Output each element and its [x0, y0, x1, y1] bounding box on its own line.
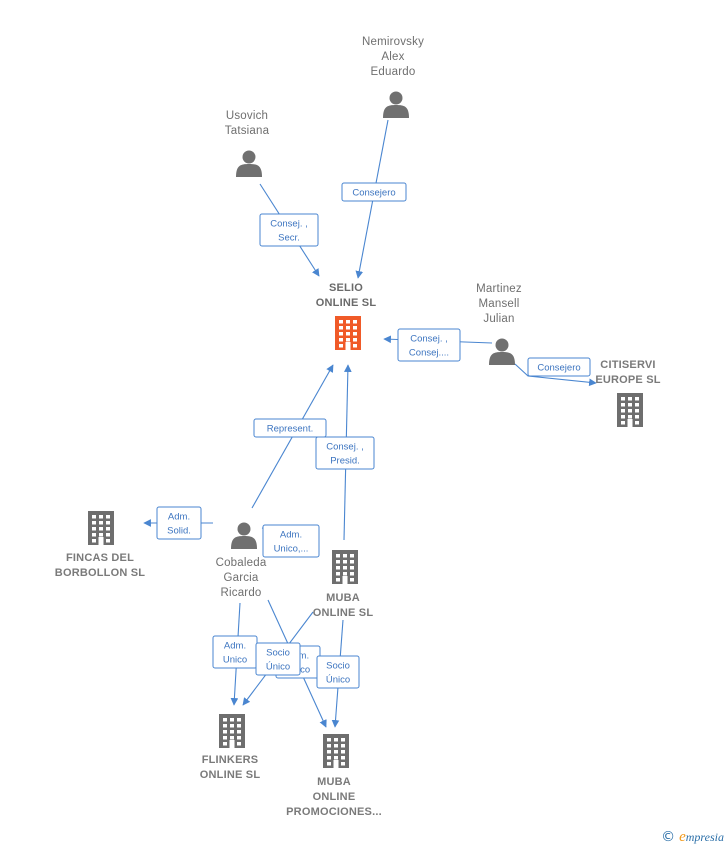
- node-citiservi[interactable]: CITISERVI EUROPE SL: [595, 359, 661, 427]
- node-label: Alex: [381, 51, 404, 63]
- node-label: ONLINE: [313, 791, 356, 803]
- node-label: FINCAS DEL: [66, 552, 134, 564]
- edge-label-text: Adm.: [224, 641, 246, 652]
- building-icon: [335, 316, 361, 350]
- edge-label-text: Adm.: [280, 530, 302, 541]
- edge-label-text: Unico,...: [274, 544, 309, 555]
- edge-label-martinez-to-selio[interactable]: Consej. , Consej....: [397, 328, 461, 362]
- node-label: EUROPE SL: [595, 374, 660, 386]
- edge-label-cobaleda-to-flinkers[interactable]: Adm. Unico: [212, 635, 258, 669]
- brand-footer: ©empresia: [661, 829, 724, 846]
- building-icon: [219, 714, 245, 748]
- edge-label-text: Unico: [223, 655, 247, 666]
- edge-label-usovich-to-selio[interactable]: Consej. , Secr.: [259, 213, 319, 247]
- node-label: BORBOLLON SL: [55, 567, 145, 579]
- node-label: SELIO: [329, 282, 363, 294]
- brand-logo-initial: e: [679, 829, 686, 845]
- node-flinkers[interactable]: FLINKERS ONLINE SL: [200, 714, 261, 781]
- edge-label-text: Adm.: [168, 512, 190, 523]
- nodes-layer: SELIO ONLINE SL NemirovskyAlexEduardoUsovi…: [55, 36, 661, 818]
- building-icon: [323, 734, 349, 768]
- node-label: Ricardo: [220, 587, 261, 599]
- node-label: FLINKERS: [202, 754, 259, 766]
- person-icon: [236, 150, 262, 177]
- edge-label-text: Consej. ,: [410, 334, 448, 345]
- building-icon: [332, 550, 358, 584]
- node-muba_promo[interactable]: MUBA ONLINE PROMOCIONES...: [286, 734, 382, 818]
- edge-label-text: Consej. ,: [270, 219, 308, 230]
- node-label: PROMOCIONES...: [286, 806, 382, 818]
- node-label: Garcia: [223, 572, 258, 584]
- edge-martinez-to-citiservi: [514, 363, 597, 387]
- node-muba_online[interactable]: MUBA ONLINE SL: [313, 550, 374, 619]
- edge-label-text: Presid.: [330, 456, 360, 467]
- edge-label-text: Consej. ,: [326, 442, 364, 453]
- node-label: CITISERVI: [600, 359, 655, 371]
- edge-label-cobaleda-to-fincas[interactable]: Adm. Solid.: [156, 506, 202, 540]
- node-label: Tatsiana: [225, 125, 270, 137]
- node-label: Julian: [483, 313, 514, 325]
- edges-layer: [143, 119, 597, 728]
- edge-label-text: Represent.: [267, 424, 313, 435]
- node-label: ONLINE SL: [316, 297, 377, 309]
- person-icon: [489, 338, 515, 365]
- node-label: MUBA: [317, 776, 351, 788]
- node-label: Martinez: [476, 283, 522, 295]
- node-label: Eduardo: [371, 66, 416, 78]
- edge-label-cobaleda-to-muba_online[interactable]: Adm. Unico,...: [262, 524, 320, 558]
- node-label: MUBA: [326, 592, 360, 604]
- node-label: ONLINE SL: [200, 769, 261, 781]
- edge-label-text: Consejero: [537, 363, 580, 374]
- edge-label-martinez-to-citiservi[interactable]: Consejero: [527, 357, 591, 377]
- node-label: Mansell: [478, 298, 519, 310]
- edge-label-text: Socio: [266, 648, 290, 659]
- node-selio[interactable]: SELIO ONLINE SL: [316, 282, 377, 350]
- edge-label-cobaleda-to-selio[interactable]: Represent.: [253, 418, 327, 438]
- building-icon: [617, 393, 643, 427]
- edge-label-text: Secr.: [278, 233, 300, 244]
- edge-label-muba_online-to-selio[interactable]: Consej. , Presid.: [315, 436, 375, 470]
- node-label: Cobaleda: [216, 557, 267, 569]
- edge-label-nemirovsky-to-selio[interactable]: Consejero: [341, 182, 407, 202]
- building-icon: [88, 511, 114, 545]
- node-label: Usovich: [226, 110, 268, 122]
- edge-label-text: Socio: [326, 661, 350, 672]
- edge-label-text: Consejero: [352, 188, 395, 199]
- edge-label-text: Único: [266, 662, 290, 673]
- node-fincas[interactable]: FINCAS DEL BORBOLLON SL: [55, 511, 145, 579]
- edge-label-text: Único: [326, 675, 350, 686]
- edge-label-text: Solid.: [167, 526, 191, 537]
- copyright-icon: ©: [661, 829, 676, 845]
- edge-label-text: Consej....: [409, 348, 449, 359]
- node-label: ONLINE SL: [313, 607, 374, 619]
- node-label: Nemirovsky: [362, 36, 424, 48]
- person-icon: [383, 91, 409, 118]
- brand-logo-text: mpresia: [685, 830, 724, 844]
- person-icon: [231, 522, 257, 549]
